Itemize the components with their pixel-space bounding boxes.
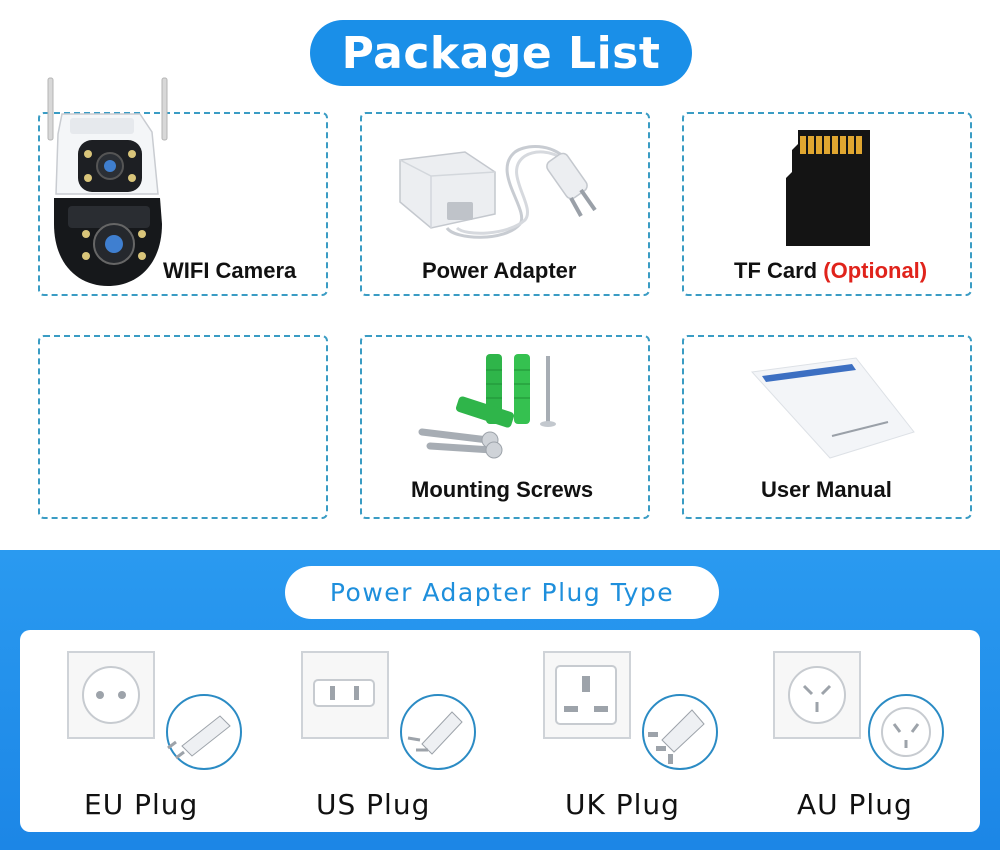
tf-card-text: TF Card [734,258,818,283]
power-adapter-icon [399,145,597,239]
screws-icon [418,354,556,459]
item-card-empty [38,335,328,519]
item-card-mounting-screws [360,335,650,519]
optional-badge: (Optional) [823,258,928,283]
item-label-camera: WIFI Camera [163,258,297,283]
us-socket-icon [301,651,476,770]
plug-label-eu: EU Plug [84,788,199,821]
page-title: Package List [310,20,692,86]
item-label-user-manual: User Manual [761,477,892,502]
item-label-power-adapter: Power Adapter [422,258,577,283]
plug-label-au: AU Plug [797,788,913,821]
au-socket-icon [773,651,944,770]
camera-icon [47,77,168,286]
uk-socket-icon [543,651,718,770]
plug-label-us: US Plug [316,788,431,821]
item-label-mounting-screws: Mounting Screws [411,477,594,502]
eu-socket-icon [67,651,242,770]
tf-card-icon [786,130,870,246]
manual-icon [750,357,915,459]
item-label-tf-card: TF Card (Optional) [734,258,927,284]
plug-type-title: Power Adapter Plug Type [285,566,719,619]
plug-label-uk: UK Plug [565,788,680,821]
